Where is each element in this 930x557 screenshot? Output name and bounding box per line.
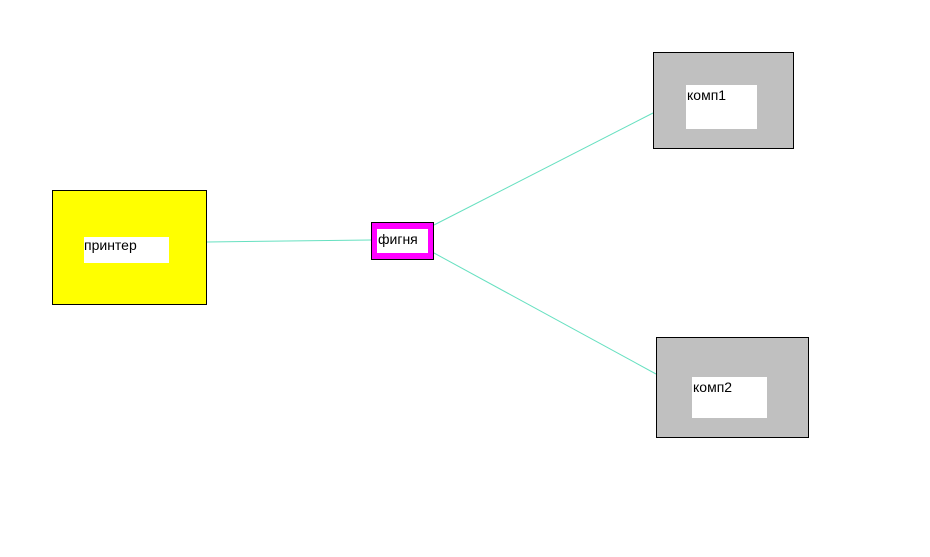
computer-2-label: комп2 [692,377,767,418]
computer-1-node[interactable]: комп1 [653,52,794,149]
computer-2-node[interactable]: комп2 [656,337,809,438]
edge-printer-hub [206,239,372,243]
edge-hub-comp2 [433,252,657,375]
hub-label: фигня [377,229,428,253]
computer-1-label: комп1 [686,85,757,129]
edge-hub-comp1 [433,112,654,226]
hub-node[interactable]: фигня [371,222,434,260]
printer-node[interactable]: принтер [52,190,207,305]
printer-label: принтер [84,237,169,263]
